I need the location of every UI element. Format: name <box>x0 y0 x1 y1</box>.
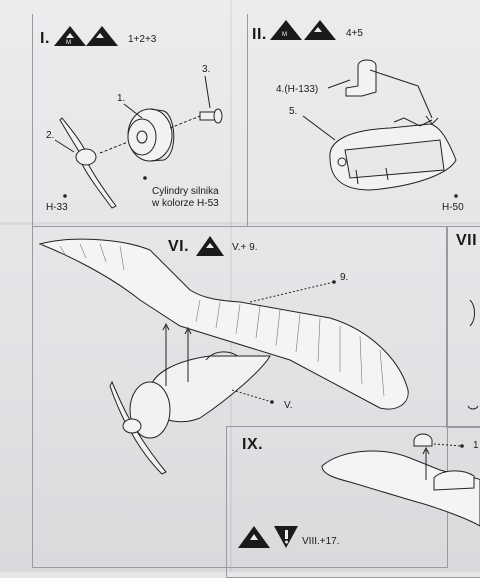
engine-note-line2: w kolorze H-53 <box>152 198 219 209</box>
engine-note-line1: Cylindry silnika <box>152 186 219 197</box>
panel-step-2 <box>246 14 480 227</box>
part-3-label: 3. <box>202 64 211 75</box>
step-6-label: VI. <box>168 238 190 255</box>
step-1-label: I. <box>40 30 50 47</box>
part-4-label: 4.(H-133) <box>276 84 319 95</box>
step-9-label: IX. <box>242 436 264 453</box>
panel-step-9 <box>226 426 480 578</box>
step-7-label: VII <box>456 232 478 249</box>
panel-step-7 <box>446 226 480 428</box>
part-5-label: 5. <box>289 106 298 117</box>
step-1-ref: 1+2+3 <box>128 34 157 45</box>
part-V-label: V. <box>284 400 293 411</box>
part-2-label: 2. <box>46 130 55 141</box>
step-2-label: II. <box>252 26 267 43</box>
step-2-ref: 4+5 <box>346 28 363 39</box>
part-9-label: 9. <box>340 272 349 283</box>
paint-h50-label: H-50 <box>442 202 464 213</box>
part-1-label: 1. <box>117 93 126 104</box>
part-1b-label: 1 <box>473 440 479 451</box>
step-9-ref: VIII.+17. <box>302 536 340 547</box>
fold-crease <box>0 222 480 225</box>
step-6-ref: V.+ 9. <box>232 242 258 253</box>
panel-step-6 <box>32 226 448 568</box>
paint-h33-label: H-33 <box>46 202 68 213</box>
